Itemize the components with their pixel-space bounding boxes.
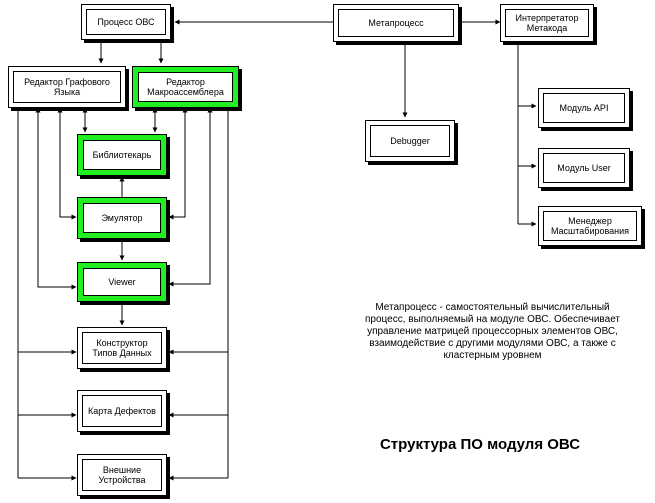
metaprocess-label: Метапроцесс xyxy=(338,9,454,37)
metaprocess-box: Метапроцесс xyxy=(333,4,459,42)
diagram-title: Структура ПО модуля ОВС xyxy=(379,436,581,453)
external-devices-box: Внешние Устройства xyxy=(77,454,167,496)
defect-map-box: Карта Дефектов xyxy=(77,390,167,432)
viewer-label: Viewer xyxy=(83,268,161,296)
arrow-graph-emulator xyxy=(57,107,77,220)
scaling-manager-box: Менеджер Масштабирования xyxy=(538,206,642,246)
external-devices-label: Внешние Устройства xyxy=(82,459,162,491)
process-ovs-label: Процесс ОВС xyxy=(86,9,166,35)
emulator-box: Эмулятор xyxy=(77,197,167,239)
librarian-box: Библиотекарь xyxy=(77,134,167,176)
arrow-graph-viewer xyxy=(35,107,77,290)
viewer-box: Viewer xyxy=(77,262,167,302)
arrow-macro-emulator xyxy=(168,107,188,220)
data-types-label: Конструктор Типов Данных xyxy=(82,332,162,364)
module-api-box: Модуль API xyxy=(538,88,630,128)
scaling-manager-label: Менеджер Масштабирования xyxy=(543,211,637,241)
data-types-box: Конструктор Типов Данных xyxy=(77,327,167,369)
module-api-label: Модуль API xyxy=(543,93,625,123)
module-user-box: Модуль User xyxy=(538,148,630,188)
macro-editor-box: Редактор Макроассемблера xyxy=(132,66,239,108)
emulator-label: Эмулятор xyxy=(83,203,161,233)
graph-editor-label: Редактор Графового Языка xyxy=(13,71,121,103)
interpreter-label: Интерпретатор Метакода xyxy=(505,9,589,37)
librarian-label: Библиотекарь xyxy=(83,140,161,170)
graph-editor-box: Редактор Графового Языка xyxy=(8,66,126,108)
process-ovs-box: Процесс ОВС xyxy=(81,4,171,40)
debugger-label: Debugger xyxy=(370,125,450,157)
interpreter-box: Интерпретатор Метакода xyxy=(500,4,594,42)
arrow-macro-viewer xyxy=(168,107,213,287)
metaprocess-description: Метапроцесс - самостоятельный вычислител… xyxy=(364,302,621,361)
macro-editor-label: Редактор Макроассемблера xyxy=(138,72,233,102)
debugger-box: Debugger xyxy=(365,120,455,162)
module-user-label: Модуль User xyxy=(543,153,625,183)
defect-map-label: Карта Дефектов xyxy=(82,395,162,427)
